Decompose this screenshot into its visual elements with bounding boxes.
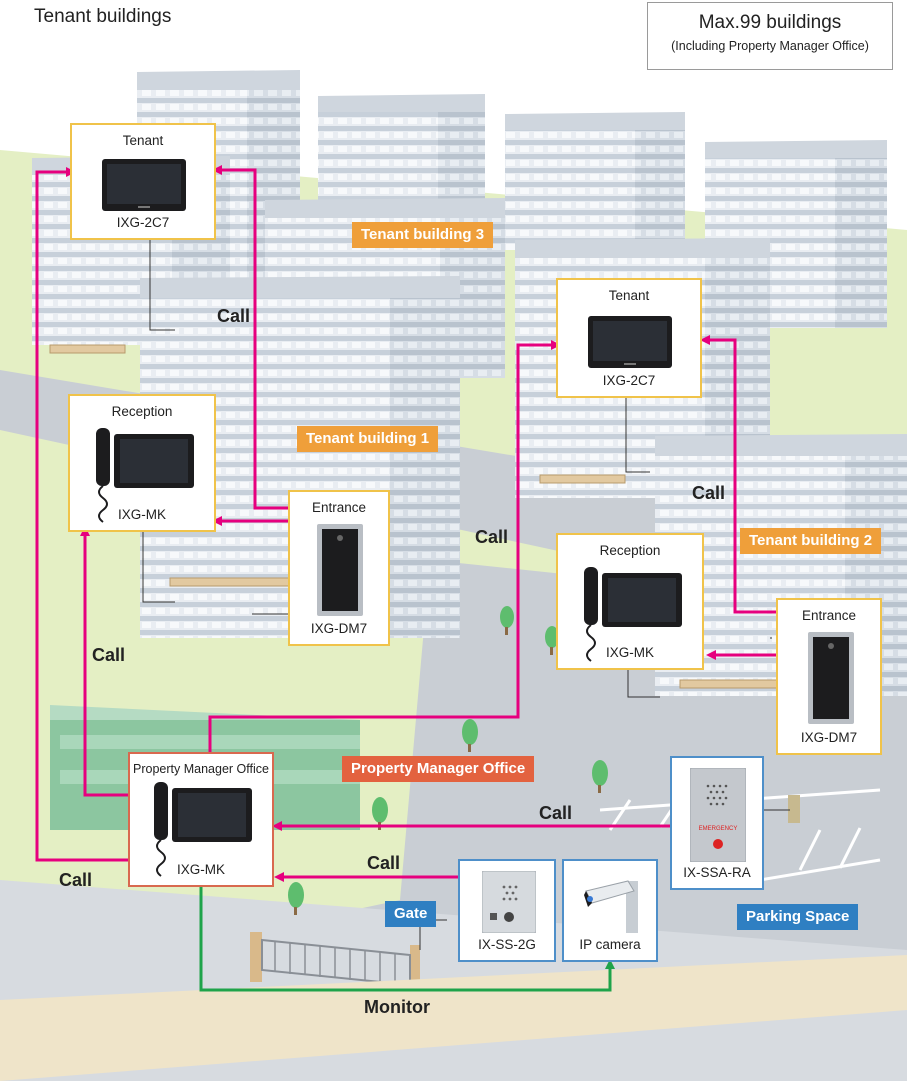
card-property-manager-office[interactable]: Property Manager Office IXG-MK (128, 752, 274, 887)
card-reception-right[interactable]: Reception IXG-MK (556, 533, 704, 670)
canopies (49, 344, 781, 689)
door-station-icon (317, 524, 363, 616)
monitor-arrowhead (605, 959, 615, 969)
emergency-station-icon: EMERGENCY (690, 768, 746, 862)
device-role: Reception (599, 543, 661, 558)
tag-tenant-building-3: Tenant building 3 (352, 222, 494, 248)
card-ip-camera[interactable]: IP camera (562, 859, 658, 962)
door-station-icon (808, 632, 854, 724)
device-model: IXG-2C7 (116, 215, 170, 230)
monitor-device-icon (102, 159, 186, 211)
call-label: Call (367, 853, 401, 873)
building-back-3 (505, 112, 685, 250)
card-tenant-left[interactable]: Tenant IXG-2C7 (70, 123, 216, 240)
call-label: Call (692, 483, 726, 503)
device-model: IXG-MK (117, 507, 166, 522)
monitor-device-icon (588, 316, 672, 368)
capacity-note-main: Max.99 buildings (698, 12, 842, 33)
wall (0, 955, 907, 1081)
call-lines (35, 168, 776, 879)
emergency-panel-text: EMERGENCY (699, 826, 738, 832)
page-title: Tenant buildings (34, 6, 172, 27)
device-model: IXG-MK (176, 862, 225, 877)
card-entrance-right[interactable]: Entrance IXG-DM7 (776, 598, 882, 755)
tag-tenant-building-1: Tenant building 1 (297, 426, 439, 452)
device-role: Entrance (801, 608, 857, 623)
device-role: Reception (111, 404, 173, 419)
call-label: Call (539, 803, 573, 823)
device-model: IXG-2C7 (602, 373, 656, 388)
tag-parking-space: Parking Space (737, 904, 859, 930)
trees (288, 606, 608, 915)
device-model: IX-SSA-RA (683, 865, 751, 880)
monitor-label: Monitor (364, 997, 430, 1017)
tag-property-manager-office: Property Manager Office (342, 756, 535, 782)
device-model: IXG-MK (605, 645, 654, 660)
card-emergency-station[interactable]: EMERGENCY IX-SSA-RA (670, 756, 764, 890)
camera-icon (584, 880, 638, 933)
capacity-note-sub: (Including Property Manager Office) (671, 39, 869, 53)
card-entrance-left[interactable]: Entrance IXG-DM7 (288, 490, 390, 646)
device-model: IXG-DM7 (800, 730, 858, 745)
device-model: IX-SS-2G (478, 937, 536, 952)
capacity-note: Max.99 buildings (Including Property Man… (647, 2, 893, 70)
speaker-station-icon (482, 871, 536, 933)
handset-station-icon (584, 567, 682, 662)
device-model: IP camera (579, 937, 641, 952)
device-model: IXG-DM7 (310, 621, 368, 636)
device-role: Tenant (608, 288, 650, 303)
card-gate-speaker[interactable]: IX-SS-2G (458, 859, 556, 962)
parking-post (788, 795, 800, 823)
handset-station-icon (96, 428, 194, 523)
handset-station-icon (154, 782, 252, 877)
card-reception-left[interactable]: Reception IXG-MK (68, 394, 216, 532)
call-label: Call (59, 870, 93, 890)
device-role: Entrance (311, 500, 367, 515)
device-role: Property Manager Office (133, 762, 269, 776)
tag-tenant-building-2: Tenant building 2 (740, 528, 882, 554)
device-role: Tenant (122, 133, 164, 148)
call-label: Call (92, 645, 126, 665)
monitor-line (199, 887, 612, 992)
tag-gate: Gate (385, 901, 437, 927)
call-label: Call (217, 306, 251, 326)
card-tenant-right[interactable]: Tenant IXG-2C7 (556, 278, 702, 398)
call-label: Call (475, 527, 509, 547)
